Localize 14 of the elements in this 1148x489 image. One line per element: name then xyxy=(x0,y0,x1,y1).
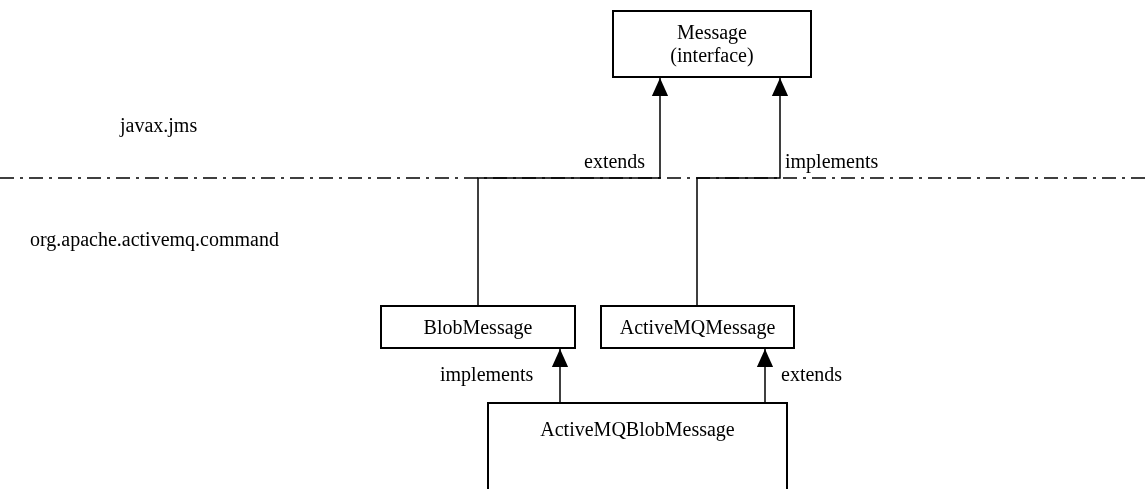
class-box xyxy=(380,305,576,349)
class-name: Message (interface) xyxy=(670,21,754,67)
class-name: ActiveMQBlobMessage xyxy=(540,418,735,441)
package-name: javax.jms xyxy=(120,114,198,137)
class-name: BlobMessage xyxy=(423,315,533,339)
class-box xyxy=(600,305,795,349)
class-name: ActiveMQMessage xyxy=(619,315,776,339)
inheritance-arrow xyxy=(477,77,669,306)
package-name: org.apache.activemq.command xyxy=(30,228,279,251)
class-box xyxy=(487,402,788,489)
inheritance-arrow xyxy=(756,348,774,403)
inheritance-arrow xyxy=(551,348,569,403)
inheritance-arrow xyxy=(696,77,789,306)
class-box xyxy=(612,10,812,78)
